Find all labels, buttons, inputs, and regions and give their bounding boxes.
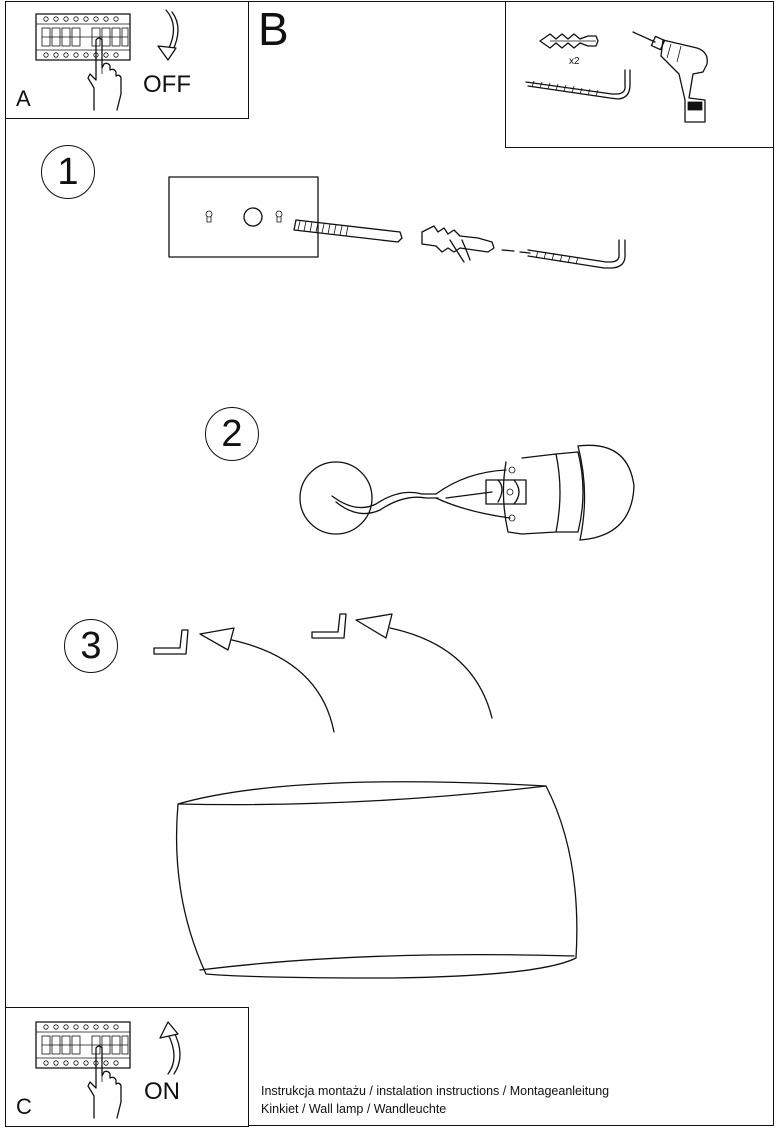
hand-icon <box>87 37 122 111</box>
panel-b-letter: B <box>258 3 289 55</box>
step-3-arrow-left <box>199 627 335 733</box>
step-3-hook-right <box>311 613 347 639</box>
drill-icon <box>632 31 708 123</box>
instruction-sheet-frame <box>5 1 774 1126</box>
panel-c-letter: C <box>16 1094 32 1119</box>
step-2-wiring <box>299 444 635 541</box>
caption-line-2: Kinkiet / Wall lamp / Wandleuchte <box>261 1102 447 1116</box>
step-3-number: 3 <box>64 619 118 673</box>
step-1-screw-and-plug <box>293 219 626 269</box>
power-off-label: OFF <box>143 71 191 98</box>
caption-line-1: Instrukcja montażu / instalation instruc… <box>261 1084 610 1098</box>
hook-screw-icon <box>525 69 631 100</box>
power-on-label: ON <box>144 1078 180 1105</box>
step-1-number: 1 <box>41 145 95 199</box>
step-1-mounting-plate <box>168 176 319 258</box>
panel-b-hardware: x2 <box>505 1 774 148</box>
rotate-arrow-icon <box>159 1021 181 1075</box>
wall-plug-icon <box>539 33 599 49</box>
step-3-arrow-right <box>355 613 493 719</box>
keyhole-icon <box>205 210 283 223</box>
hand-icon <box>87 1045 122 1119</box>
breaker-panel-icon <box>35 1021 131 1069</box>
step-2-number: 2 <box>205 407 259 461</box>
wall-lamp-shade <box>175 781 578 979</box>
step-3-hook-left <box>153 629 189 655</box>
quantity-label: x2 <box>569 56 580 67</box>
panel-a-power-off: OFF A <box>5 1 249 119</box>
panel-c-power-on: ON C <box>5 1007 249 1127</box>
rotate-arrow-icon <box>157 9 179 61</box>
panel-a-letter: A <box>16 86 31 111</box>
